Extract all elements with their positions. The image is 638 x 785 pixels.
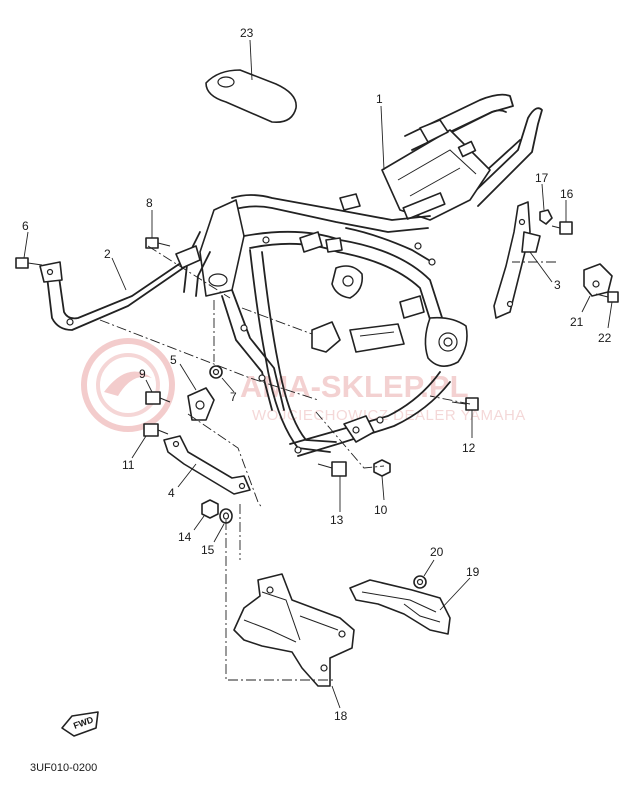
part-3-rear-bracket: [493, 201, 553, 319]
part-19-panel: [349, 577, 471, 635]
callout-19: 19: [466, 565, 480, 579]
assembly-lines: [99, 245, 556, 681]
callout-1: 1: [376, 92, 383, 106]
part-12-bolt: [451, 397, 479, 438]
part-7-nut: [209, 365, 235, 393]
part-11-bolt: [131, 423, 169, 459]
callout-16: 16: [560, 187, 574, 201]
part-18-lower-cover: [233, 573, 355, 709]
part-2-guard-bar: [39, 245, 201, 331]
part-4-lower-bracket: [163, 435, 251, 495]
callout-4: 4: [168, 486, 175, 500]
callout-8: 8: [146, 196, 153, 210]
diagram-code: 3UF010-0200: [30, 762, 97, 774]
callout-15: 15: [201, 543, 215, 557]
callout-10: 10: [374, 503, 388, 517]
part-22-screw: [595, 291, 619, 329]
part-9-bolt: [145, 379, 171, 405]
callout-7: 7: [230, 390, 237, 404]
callout-13: 13: [330, 513, 344, 527]
part-23-cover: [205, 39, 297, 124]
part-16-bolt: [551, 200, 573, 235]
fwd-arrow: FWD: [61, 711, 99, 737]
callout-21: 21: [570, 315, 584, 329]
callout-12: 12: [462, 441, 476, 455]
callout-3: 3: [554, 278, 561, 292]
part-8-bolt: [145, 210, 171, 249]
callout-18: 18: [334, 709, 348, 723]
part-17-washer: [539, 183, 553, 225]
callout-20: 20: [430, 545, 444, 559]
callout-9: 9: [139, 367, 146, 381]
callout-14: 14: [178, 530, 192, 544]
callout-22: 22: [598, 331, 612, 345]
callout-11: 11: [122, 458, 135, 472]
callout-labels: 1 2 3 4 5 6 7 8 9 10 11 12 13 14 15 16 1…: [22, 26, 612, 723]
part-5-plate: [179, 363, 215, 421]
part-14-nut: [193, 499, 219, 531]
watermark-logo: [81, 338, 175, 432]
callout-6: 6: [22, 219, 29, 233]
callout-23: 23: [240, 26, 254, 40]
callout-2: 2: [104, 247, 111, 261]
callout-17: 17: [535, 171, 549, 185]
part-20-nut: [413, 559, 435, 589]
part-6-bolt: [15, 231, 43, 269]
part-10-nut: [373, 459, 391, 501]
part-21-clamp: [581, 263, 613, 313]
part-1-main-frame: [183, 93, 543, 457]
callout-5: 5: [170, 353, 177, 367]
part-13-bolt: [317, 461, 347, 512]
